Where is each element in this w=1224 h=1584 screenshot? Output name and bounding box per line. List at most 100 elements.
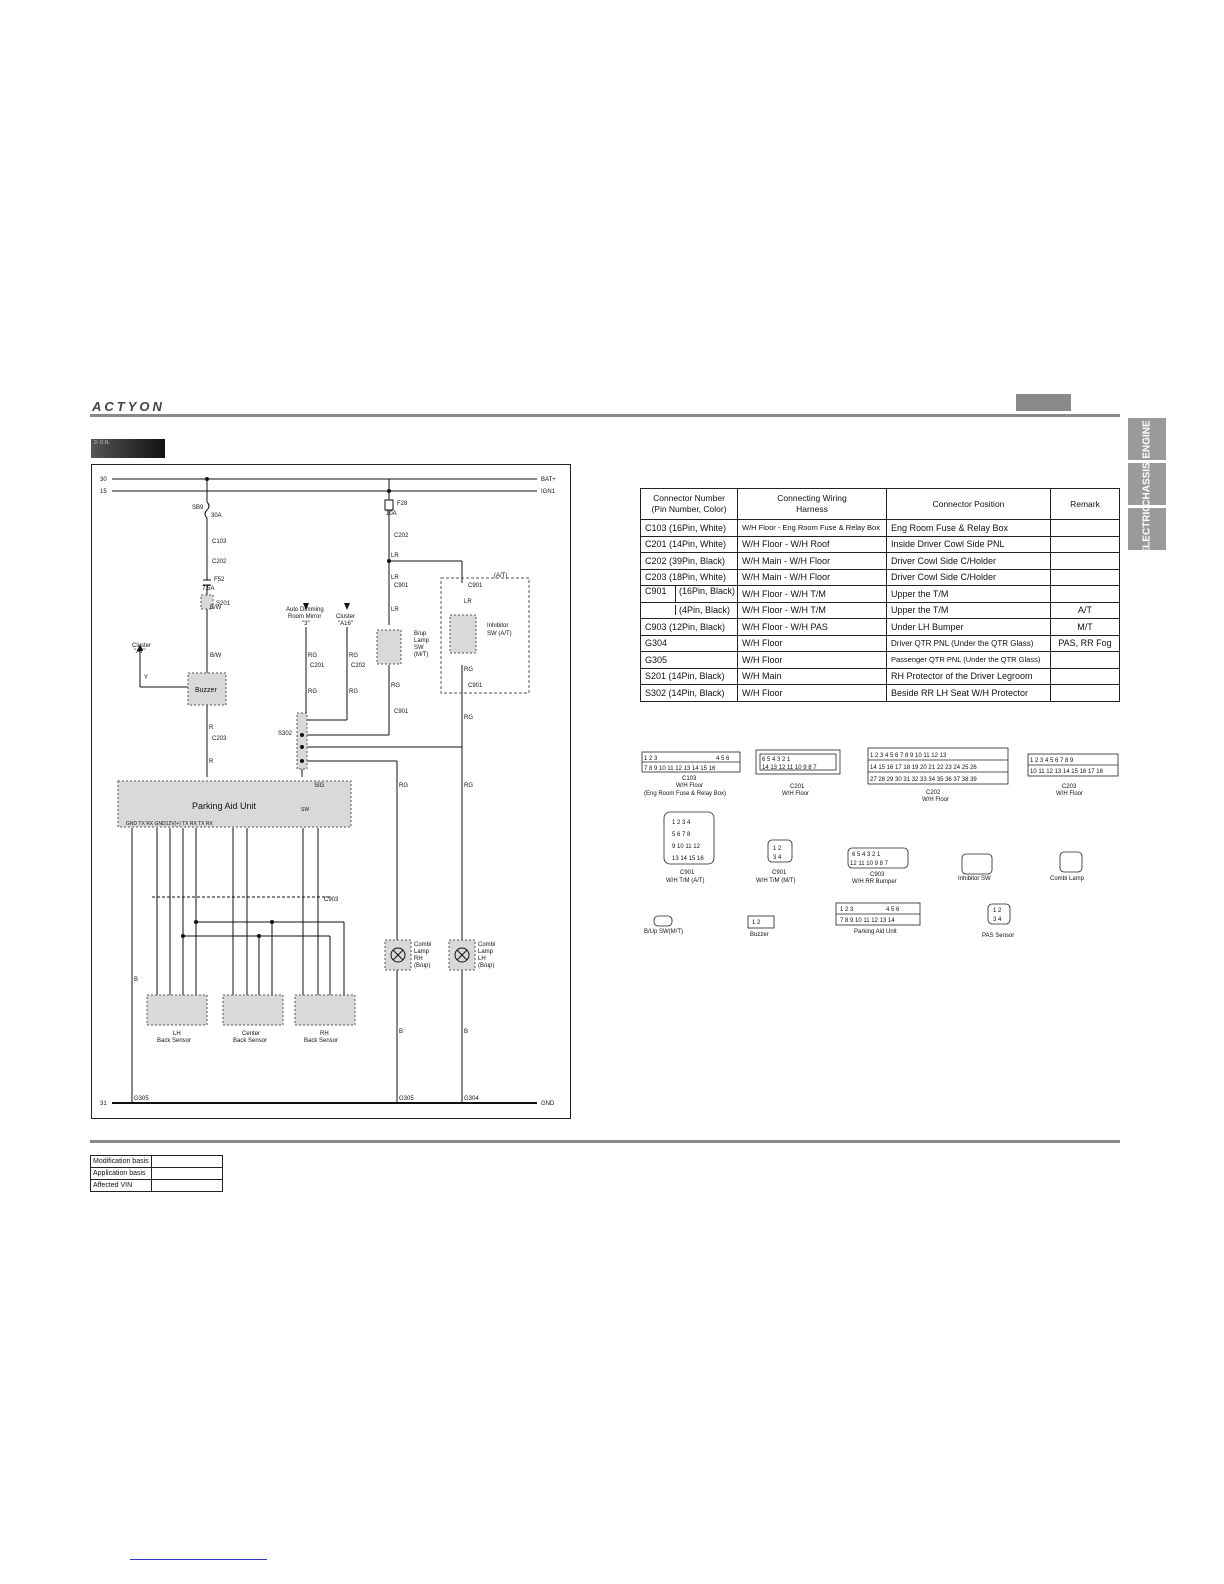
svg-text:6 5 4 3 2 1: 6 5 4 3 2 1 bbox=[762, 757, 791, 763]
connector-c201-label: C201 bbox=[790, 784, 805, 790]
table-cell: C201 (14Pin, White) bbox=[640, 535, 738, 553]
label: LH bbox=[173, 1031, 181, 1037]
label: RG bbox=[308, 689, 317, 695]
connector-c202-sub: W/H Floor bbox=[922, 797, 949, 803]
label: S201 bbox=[216, 601, 231, 607]
table-cell: Driver Cowl Side C/Holder bbox=[886, 552, 1051, 570]
svg-text:12 11 10 9 8 7: 12 11 10 9 8 7 bbox=[850, 861, 889, 867]
side-tab-engine[interactable]: ENGINE bbox=[1128, 418, 1166, 463]
connector-c103-sub: W/H Floor bbox=[676, 783, 703, 789]
label: LR bbox=[391, 553, 399, 559]
side-tab-label: ELECTRIC bbox=[1141, 504, 1153, 554]
label: Y bbox=[144, 675, 148, 681]
label: Lamp bbox=[478, 949, 494, 955]
svg-text:10 11 12 13 14 15 16 17 18: 10 11 12 13 14 15 16 17 18 bbox=[1030, 769, 1104, 775]
label: Back Sensor bbox=[304, 1038, 338, 1044]
label: 30A bbox=[211, 513, 222, 519]
table-cell: Under LH Bumper bbox=[886, 618, 1051, 636]
label: R bbox=[209, 759, 214, 765]
label: SIG bbox=[314, 783, 325, 789]
label: LR bbox=[391, 575, 399, 581]
top-rule bbox=[90, 414, 1120, 417]
table-cell: W/H Floor - W/H PAS bbox=[737, 618, 887, 636]
table-cell bbox=[1050, 535, 1120, 553]
info-value bbox=[150, 1179, 223, 1192]
svg-text:1 2 3 4 5 6 7 8 9: 1 2 3 4 5 6 7 8 9 bbox=[1030, 758, 1074, 764]
svg-text:3 4: 3 4 bbox=[993, 917, 1002, 923]
label: Auto Dimming bbox=[286, 607, 324, 613]
label: (B/up) bbox=[478, 963, 494, 969]
table-cell: M/T bbox=[1050, 618, 1120, 636]
label: Room Mirror bbox=[288, 614, 321, 620]
info-value bbox=[150, 1155, 223, 1168]
table-cell bbox=[1050, 519, 1120, 537]
label: (A/T) bbox=[494, 573, 507, 579]
pin-labels: GND TX RX GND12V(+) TX RX TX RX bbox=[126, 821, 213, 827]
table-cell bbox=[1050, 568, 1120, 586]
svg-text:9 10 11 12: 9 10 11 12 bbox=[672, 844, 701, 850]
label: (B/up) bbox=[414, 963, 430, 969]
bus-label: 31 bbox=[100, 1101, 107, 1107]
label: 7.5A bbox=[202, 586, 214, 592]
info-table: Modification basis Application basis Aff… bbox=[90, 1155, 223, 1192]
label: C901 bbox=[468, 683, 483, 689]
label: Combi bbox=[414, 942, 431, 948]
label: F52 bbox=[214, 577, 225, 583]
label: Lamp bbox=[414, 638, 430, 644]
c901-label: C901 bbox=[645, 586, 667, 596]
table-cell: W/H Floor - Eng Room Fuse & Relay Box bbox=[737, 519, 887, 537]
table-cell: A/T bbox=[1050, 601, 1120, 619]
table-cell: W/H Floor - W/H Roof bbox=[737, 535, 887, 553]
label: B bbox=[464, 1029, 468, 1035]
svg-text:1 2: 1 2 bbox=[752, 920, 761, 926]
section-label-bar: 9. O.N. bbox=[91, 439, 165, 458]
side-tab-chassis[interactable]: CHASSIS bbox=[1128, 461, 1166, 508]
connector-c901-mt-sub: W/H T/M (M/T) bbox=[756, 878, 796, 884]
table-cell: W/H Floor bbox=[737, 651, 887, 669]
label: RG bbox=[464, 783, 473, 789]
info-label: Affected VIN bbox=[90, 1179, 152, 1192]
table-cell: W/H Floor - W/H T/M bbox=[737, 601, 887, 619]
bus-box: IGN1 bbox=[541, 489, 556, 495]
info-label: Application basis bbox=[90, 1167, 152, 1180]
connector-c103-label: C103 bbox=[682, 776, 697, 782]
label: C901 bbox=[468, 583, 483, 589]
table-cell bbox=[1050, 667, 1120, 685]
table-cell: W/H Floor - W/H T/M bbox=[737, 585, 887, 603]
label: G304 bbox=[464, 1096, 479, 1102]
table-cell: Driver QTR PNL (Under the QTR Glass) bbox=[886, 634, 1051, 652]
label: G305 bbox=[399, 1096, 414, 1102]
table-cell: C202 (39Pin, Black) bbox=[640, 552, 738, 570]
footer-link-underline[interactable] bbox=[130, 1559, 267, 1560]
connector-c901-mt-label: C901 bbox=[772, 870, 787, 876]
label: G305 bbox=[134, 1096, 149, 1102]
label: "A7" bbox=[134, 649, 146, 655]
table-cell: W/H Main bbox=[737, 667, 887, 685]
svg-text:1 2: 1 2 bbox=[773, 846, 782, 852]
side-tab-label: CHASSIS bbox=[1141, 461, 1153, 507]
label: RG bbox=[308, 653, 317, 659]
label: RH bbox=[414, 956, 423, 962]
wiring-diagram-svg: 30 15 31 BAT+ IGN1 GND SB9 30A C103 C202… bbox=[100, 477, 556, 1107]
label: Combi bbox=[478, 942, 495, 948]
side-tab-electric[interactable]: ELECTRIC bbox=[1128, 504, 1166, 554]
c901-pin-16: (16Pin, Black) bbox=[675, 586, 735, 602]
table-row: Application basis bbox=[90, 1167, 223, 1180]
connector-c901-at-label: C901 bbox=[680, 870, 695, 876]
table-row: C103 (16Pin, White)W/H Floor - Eng Room … bbox=[640, 519, 1120, 537]
connector-pau-label: Parking Aid Unit bbox=[854, 929, 897, 935]
svg-text:1 2 3: 1 2 3 bbox=[644, 756, 658, 762]
label: Cluster bbox=[132, 643, 151, 649]
bus-label: 30 bbox=[100, 477, 107, 483]
svg-text:4 5 6: 4 5 6 bbox=[886, 907, 900, 913]
label: C202 bbox=[351, 663, 366, 669]
table-cell: (4Pin, Black) bbox=[640, 601, 738, 619]
label: RG bbox=[464, 715, 473, 721]
svg-text:5 6 7 8: 5 6 7 8 bbox=[672, 832, 691, 838]
label: C903 bbox=[324, 897, 339, 903]
label: R bbox=[209, 725, 214, 731]
